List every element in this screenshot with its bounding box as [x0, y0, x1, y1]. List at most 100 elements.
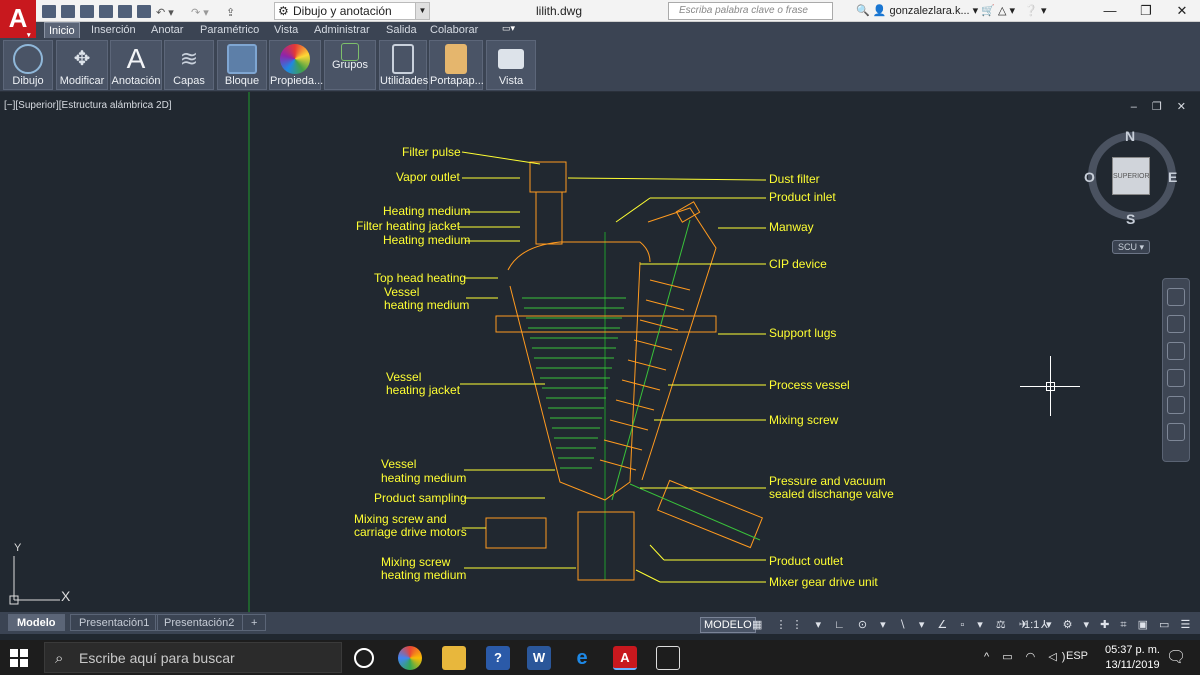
label-process-vessel: Process vessel [769, 378, 850, 392]
close-button[interactable]: ✕ [1176, 3, 1188, 18]
panel-portapapeles[interactable]: Portapap... [429, 40, 484, 90]
ribbon-options-icon[interactable]: ▭▾ [502, 23, 516, 33]
panel-bloque[interactable]: Bloque [217, 40, 267, 90]
annotation-scale[interactable]: 1:1 [1024, 619, 1040, 631]
cortana-icon[interactable] [354, 648, 374, 668]
crosshair-pickbox [1046, 382, 1055, 391]
maximize-button[interactable]: ❐ [1140, 3, 1152, 18]
panel-modificar[interactable]: ✥Modificar [56, 40, 108, 90]
status-grid-snap-icons[interactable]: ▦ ⋮⋮ ▾ ∟ ⊙ ▾ ∖ ▾ ∠ ▫ ▾ ⚖ ✈ ⅄ [752, 619, 1053, 631]
open-icon[interactable] [61, 4, 75, 18]
tab-colaborar[interactable]: Colaborar [430, 24, 479, 36]
navbar-extra-icon[interactable] [1167, 423, 1185, 441]
zoom-icon[interactable] [1167, 342, 1185, 360]
tab-presentacion1[interactable]: Presentación1 [70, 614, 159, 631]
panel-propiedades[interactable]: Propieda... [269, 40, 323, 90]
taskbar-search-input[interactable]: ⌕Escribe aquí para buscar [44, 642, 342, 673]
ucs-y-label: Y [14, 542, 22, 554]
language-indicator[interactable]: ESP [1066, 650, 1089, 662]
compass-east[interactable]: E [1168, 169, 1178, 185]
autocad-taskbar-icon[interactable]: A [613, 646, 637, 670]
viewcube[interactable]: SUPERIOR [1112, 157, 1150, 195]
add-layout-button[interactable]: + [242, 614, 267, 631]
label-vessel-heating-jacket: heating jacket [386, 383, 461, 397]
tab-salida[interactable]: Salida [386, 24, 417, 36]
panel-capas[interactable]: ≋Capas [164, 40, 214, 90]
ucs-menu[interactable]: SCU ▾ [1112, 240, 1150, 254]
view-icon [498, 49, 524, 69]
help-app-icon[interactable]: ? [486, 646, 510, 670]
support-lug-plate [495, 315, 717, 333]
label-carriage-drive-motors: carriage drive motors [354, 525, 467, 539]
web-mobile-icon[interactable] [118, 4, 132, 18]
model-space-button[interactable]: MODELO [700, 617, 756, 633]
vessel-drawing [485, 161, 764, 581]
tab-inicio[interactable]: Inicio [44, 22, 80, 38]
gear-icon: ⚙ [278, 4, 289, 18]
file-explorer-icon[interactable] [442, 646, 466, 670]
tab-administrar[interactable]: Administrar [314, 24, 370, 36]
new-icon[interactable] [42, 4, 56, 18]
viewport-label[interactable]: [−][Superior][Estructura alámbrica 2D] [4, 100, 172, 111]
save-icon[interactable] [80, 4, 94, 18]
panel-dibujo[interactable]: Dibujo [3, 40, 53, 90]
label-support-lugs: Support lugs [769, 326, 836, 340]
edge-icon[interactable]: e [576, 647, 588, 669]
label-vessel-3: Vessel [381, 457, 416, 471]
tab-modelo[interactable]: Modelo [8, 614, 65, 631]
tab-parametrico[interactable]: Paramétrico [200, 24, 260, 36]
panel-vista[interactable]: Vista [486, 40, 536, 90]
save-as-icon[interactable] [99, 4, 113, 18]
redo-icon[interactable]: ↷ ▾ [191, 6, 209, 19]
user-account[interactable]: 🔍 👤 gonzalezlara.k... ▾ 🛒 △ ▾ ❔ ▾ [856, 5, 1047, 17]
panel-label: Dibujo [12, 75, 44, 87]
orbit-icon[interactable] [1167, 369, 1185, 387]
tab-vista[interactable]: Vista [274, 24, 299, 36]
workspace-select[interactable]: ⚙ Dibujo y anotación ▼ [274, 2, 430, 20]
pan-icon[interactable] [1167, 315, 1185, 333]
autocad-logo-button[interactable]: A▾ [0, 0, 36, 40]
label-vessel-heating-medium-1: heating medium [384, 298, 469, 312]
block-icon [227, 44, 257, 74]
word-icon[interactable]: W [527, 646, 551, 670]
undo-icon[interactable]: ↶ ▾ [156, 6, 174, 19]
share-icon[interactable]: ⇪ [226, 6, 236, 19]
status-tools-icons[interactable]: ▾ ⚙ ▾ ✚ ⌗ ▣ ▭ ☰ [1046, 619, 1195, 631]
panel-label: Anotación [111, 75, 161, 87]
panel-utilidades[interactable]: Utilidades [379, 40, 428, 90]
label-cip-device: CIP device [769, 257, 827, 271]
panel-grupos[interactable]: Grupos [324, 40, 376, 90]
showmotion-icon[interactable] [1167, 396, 1185, 414]
viewcube-compass-ring[interactable] [1088, 132, 1176, 220]
tab-anotar[interactable]: Anotar [151, 24, 184, 36]
tab-presentacion2[interactable]: Presentación2 [155, 614, 244, 631]
compass-north[interactable]: N [1125, 128, 1136, 144]
label-mixer-gear-drive: Mixer gear drive unit [769, 575, 878, 589]
photos-icon[interactable] [656, 646, 680, 670]
navigation-bar[interactable] [1162, 278, 1190, 462]
notifications-icon[interactable]: 🗨 [1166, 649, 1187, 666]
print-icon[interactable] [137, 4, 151, 18]
label-mixing-screw-and: Mixing screw and [354, 512, 447, 526]
compass-west[interactable]: O [1084, 169, 1095, 185]
vessel-cone [509, 261, 641, 501]
windows-start-icon[interactable] [10, 649, 28, 667]
drive-motor [485, 517, 547, 549]
system-tray-icons[interactable]: ^ ▭ ◠ ◁) [984, 651, 1071, 663]
viewport-controls[interactable]: – ❐ ✕ [1130, 101, 1192, 113]
text-A-icon: A [126, 43, 146, 74]
label-sealed-valve: sealed dischange valve [769, 487, 894, 501]
label-product-outlet: Product outlet [769, 554, 844, 568]
taskbar-clock[interactable]: 05:37 p. m.13/11/2019 [1105, 643, 1160, 673]
steering-wheel-icon[interactable] [1167, 288, 1185, 306]
compass-south[interactable]: S [1126, 211, 1136, 227]
chrome-icon[interactable] [398, 646, 422, 670]
minimize-button[interactable]: — [1103, 3, 1117, 18]
tab-insercion[interactable]: Inserción [91, 24, 136, 36]
panel-label: Bloque [224, 75, 260, 87]
layout-bar: Modelo Presentación1 Presentación2 + [0, 612, 1200, 634]
help-search-input[interactable]: Escriba palabra clave o frase [668, 2, 833, 20]
label-product-inlet: Product inlet [769, 190, 836, 204]
